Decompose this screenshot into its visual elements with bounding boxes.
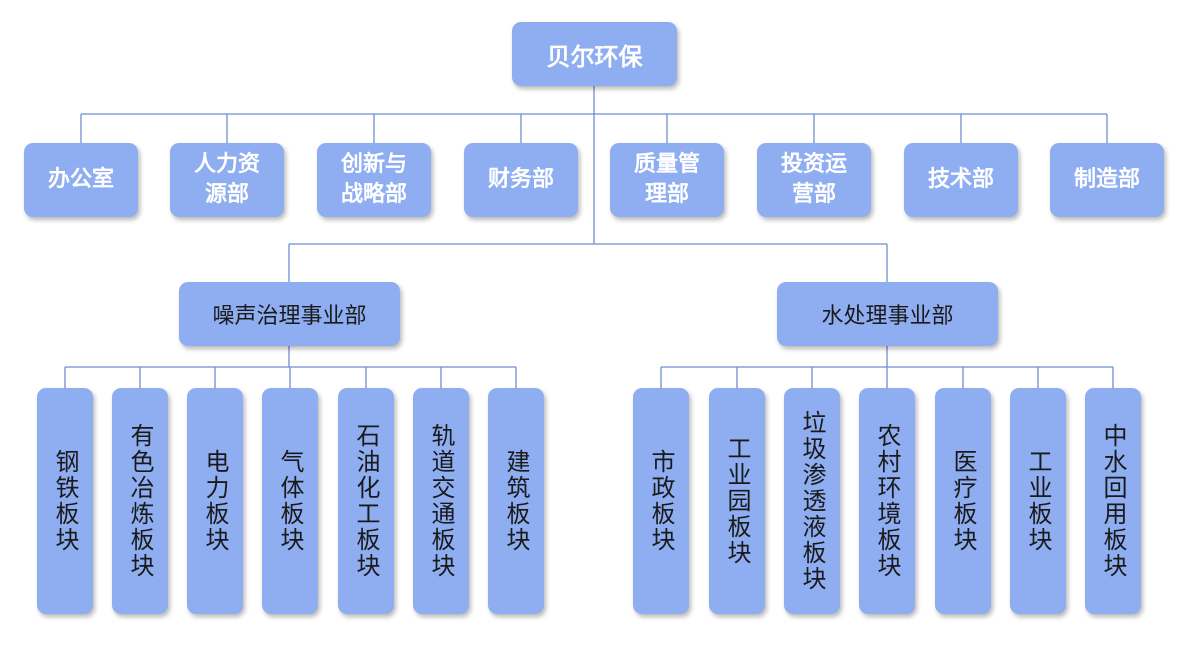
dept-investment: 投资运 营部: [757, 143, 871, 217]
unit-label: 钢铁板块: [51, 449, 79, 553]
division-label: 水处理事业部: [821, 304, 954, 329]
unit-label: 市政板块: [647, 449, 675, 553]
unit-industrial: 工业板块: [1010, 388, 1066, 614]
unit-industrial-park: 工业园板块: [709, 388, 765, 614]
unit-steel: 钢铁板块: [37, 388, 93, 614]
dept-label: 投资运 营部: [780, 152, 847, 207]
unit-label: 中水回用板块: [1099, 423, 1127, 579]
unit-rail-transit: 轨道交通板块: [413, 388, 469, 614]
dept-label: 财务部: [487, 167, 554, 192]
unit-label: 垃圾渗透液板块: [798, 410, 826, 592]
unit-label: 建筑板块: [502, 449, 530, 553]
unit-petrochemical: 石油化工板块: [338, 388, 394, 614]
unit-power: 电力板块: [187, 388, 243, 614]
dept-label: 制造部: [1073, 167, 1140, 192]
unit-landfill-leachate: 垃圾渗透液板块: [784, 388, 840, 614]
unit-label: 农村环境板块: [873, 423, 901, 579]
dept-finance: 财务部: [464, 143, 578, 217]
unit-label: 有色冶炼板块: [126, 423, 154, 579]
division-label: 噪声治理事业部: [212, 304, 367, 329]
unit-construction: 建筑板块: [488, 388, 544, 614]
dept-quality: 质量管 理部: [610, 143, 724, 217]
root-label: 贝尔环保: [546, 42, 643, 71]
dept-label: 创新与 战略部: [340, 152, 407, 207]
unit-label: 气体板块: [276, 449, 304, 553]
dept-manufacturing: 制造部: [1050, 143, 1164, 217]
unit-municipal: 市政板块: [633, 388, 689, 614]
dept-technology: 技术部: [904, 143, 1018, 217]
unit-nonferrous: 有色冶炼板块: [112, 388, 168, 614]
dept-label: 质量管 理部: [633, 152, 700, 207]
unit-reclaimed-water: 中水回用板块: [1085, 388, 1141, 614]
unit-label: 工业园板块: [723, 436, 751, 566]
dept-label: 人力资 源部: [193, 152, 260, 207]
division-noise: 噪声治理事业部: [179, 282, 400, 346]
dept-label: 技术部: [927, 167, 994, 192]
unit-label: 医疗板块: [949, 449, 977, 553]
unit-gas: 气体板块: [262, 388, 318, 614]
dept-label: 办公室: [47, 167, 114, 192]
division-water: 水处理事业部: [777, 282, 998, 346]
unit-label: 电力板块: [201, 449, 229, 553]
dept-innovation-strategy: 创新与 战略部: [317, 143, 431, 217]
unit-label: 工业板块: [1024, 449, 1052, 553]
dept-hr: 人力资 源部: [170, 143, 284, 217]
unit-label: 石油化工板块: [352, 423, 380, 579]
unit-rural-environment: 农村环境板块: [859, 388, 915, 614]
unit-medical: 医疗板块: [935, 388, 991, 614]
dept-office: 办公室: [24, 143, 138, 217]
root-node: 贝尔环保: [512, 22, 677, 86]
unit-label: 轨道交通板块: [427, 423, 455, 579]
